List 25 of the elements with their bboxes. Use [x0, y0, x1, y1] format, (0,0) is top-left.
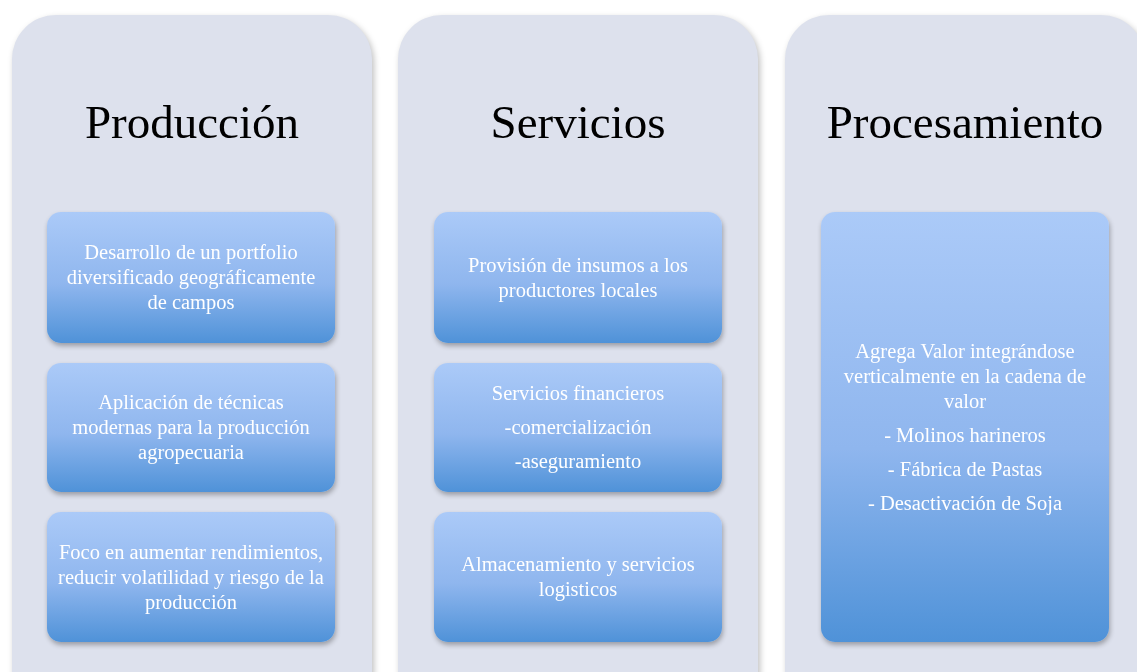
column-panel: [398, 15, 758, 672]
text-box: [821, 212, 1109, 642]
text-box: [434, 363, 722, 492]
text-box: [47, 512, 335, 642]
column-heading: Procesamiento: [825, 95, 1105, 149]
box-text: Servicios financieros: [491, 381, 665, 406]
box-text: - Fábrica de Pastas: [887, 456, 1043, 482]
box-text: -comercialización: [504, 415, 652, 440]
column-heading: Producción: [83, 95, 301, 149]
box-text: Agrega Valor integrándose verticalmente en la cadena de valor: [842, 338, 1088, 414]
column-panel: [785, 15, 1137, 672]
column-heading: Servicios: [489, 95, 667, 149]
box-text: Aplicación de técnicas modernas para la producción agropecuaria: [71, 390, 311, 465]
text-box: [434, 212, 722, 343]
text-box: [47, 212, 335, 343]
box-text: Almacenamiento y servicios logisticos: [460, 552, 696, 602]
box-text: - Desactivación de Soja: [867, 490, 1063, 516]
box-text: Desarrollo de un portfolio diversificado geográficamente de campos: [65, 240, 317, 315]
text-box: [47, 363, 335, 492]
box-text: Foco en aumentar rendimientos, reducir volatilidad y riesgo de la producción: [57, 539, 325, 615]
text-box: [434, 512, 722, 642]
column-panel: [12, 15, 372, 672]
box-text: -aseguramiento: [514, 449, 642, 474]
box-text: - Molinos harineros: [884, 422, 1046, 448]
box-text: Provisión de insumos a los productores locales: [467, 252, 689, 303]
